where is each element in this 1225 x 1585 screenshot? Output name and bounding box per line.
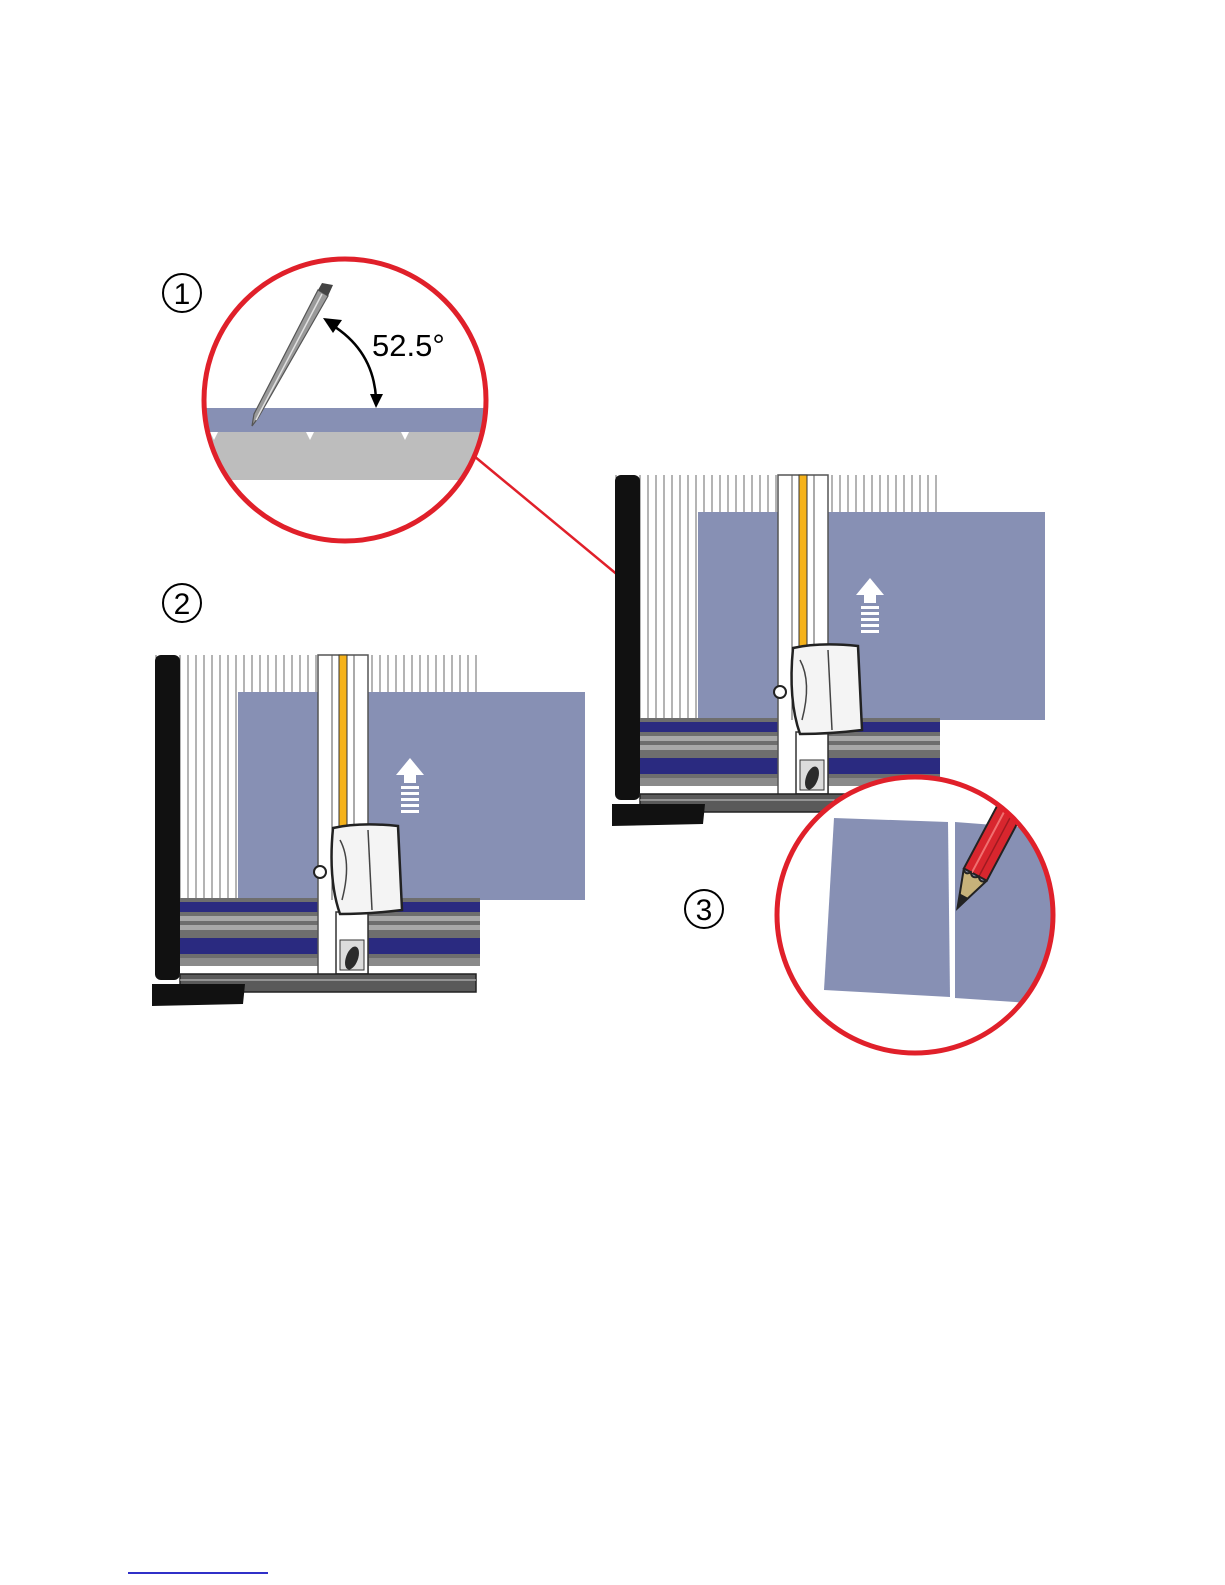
angle-label: 52.5°: [372, 328, 445, 363]
footer-underline: [128, 1572, 268, 1574]
step-1-marker: 1: [163, 274, 201, 312]
step-3-marker: 3: [685, 890, 723, 928]
step-2-marker: 2: [163, 584, 201, 622]
paper-sheet-step-3: [832, 498, 1050, 720]
magnifier-pencil-mark: [777, 777, 1060, 1053]
magnifier-blade-angle: 52.5°: [190, 259, 510, 541]
step-1-label: 1: [174, 278, 191, 311]
step-3-label: 3: [696, 894, 713, 927]
cutter-machine-step-2: [152, 655, 585, 1006]
step-2-label: 2: [174, 588, 191, 621]
